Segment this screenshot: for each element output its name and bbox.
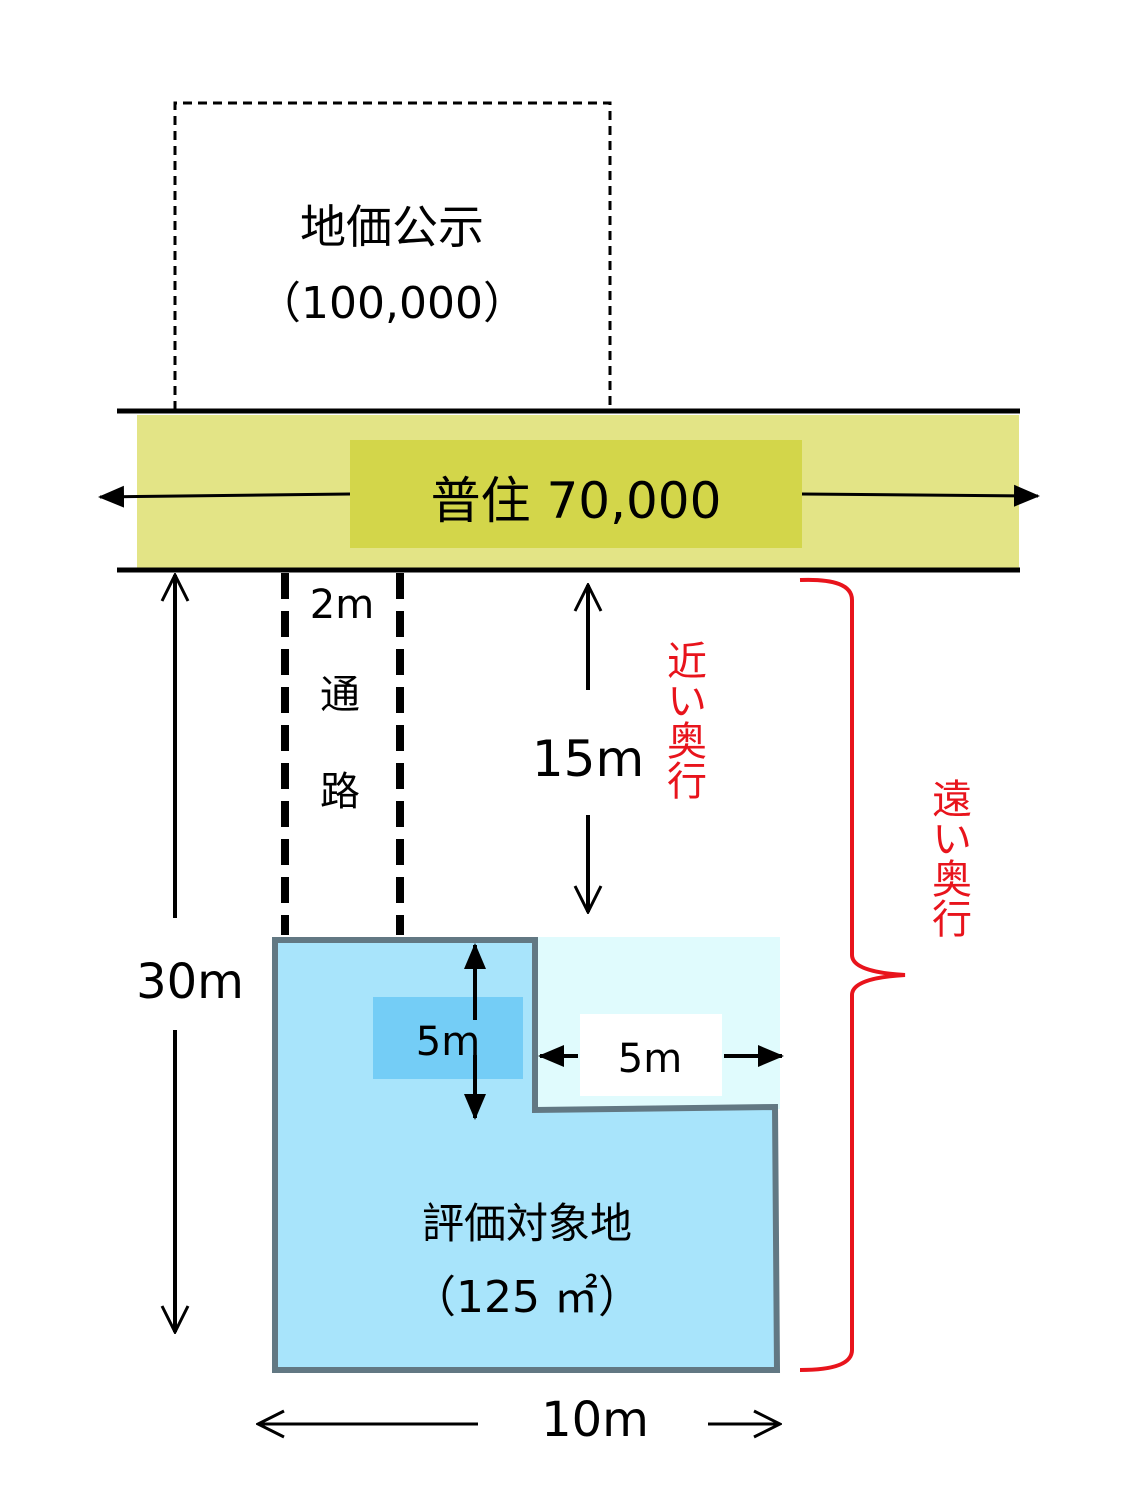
passage-label-1: 通 bbox=[320, 672, 360, 718]
notch-width-label-bg bbox=[580, 1014, 722, 1096]
reference-land-price: （100,000） bbox=[257, 278, 527, 329]
subject-land-title: 評価対象地 bbox=[422, 1199, 632, 1248]
road-arrow-left bbox=[98, 485, 351, 508]
subject-land-area: （125 ㎡） bbox=[412, 1272, 642, 1323]
total-depth-label: 30m bbox=[136, 954, 244, 1010]
road: 普住 70,000 bbox=[98, 408, 1040, 573]
road-label: 普住 70,000 bbox=[431, 472, 722, 530]
near-depth-label: 15m bbox=[532, 730, 644, 788]
frontage-label: 10m bbox=[541, 1392, 649, 1448]
far-depth-annotation: 遠い奥行 bbox=[925, 778, 972, 938]
passage-label-2: 路 bbox=[320, 769, 360, 815]
reference-land-box: 地価公示 （100,000） bbox=[173, 101, 612, 410]
road-arrow-right bbox=[801, 484, 1040, 507]
far-depth-brace bbox=[799, 577, 906, 1372]
passage: 2m 通 路 bbox=[281, 573, 404, 935]
notch-width-label: 5m bbox=[618, 1036, 682, 1082]
notch-depth-label-bg bbox=[373, 997, 523, 1079]
road-label-box bbox=[350, 440, 802, 548]
notch-depth-label: 5m bbox=[416, 1019, 480, 1065]
reference-land-title: 地価公示 bbox=[300, 200, 484, 254]
passage-width: 2m bbox=[310, 582, 374, 628]
near-depth-annotation: 近い奥行 bbox=[660, 640, 707, 800]
